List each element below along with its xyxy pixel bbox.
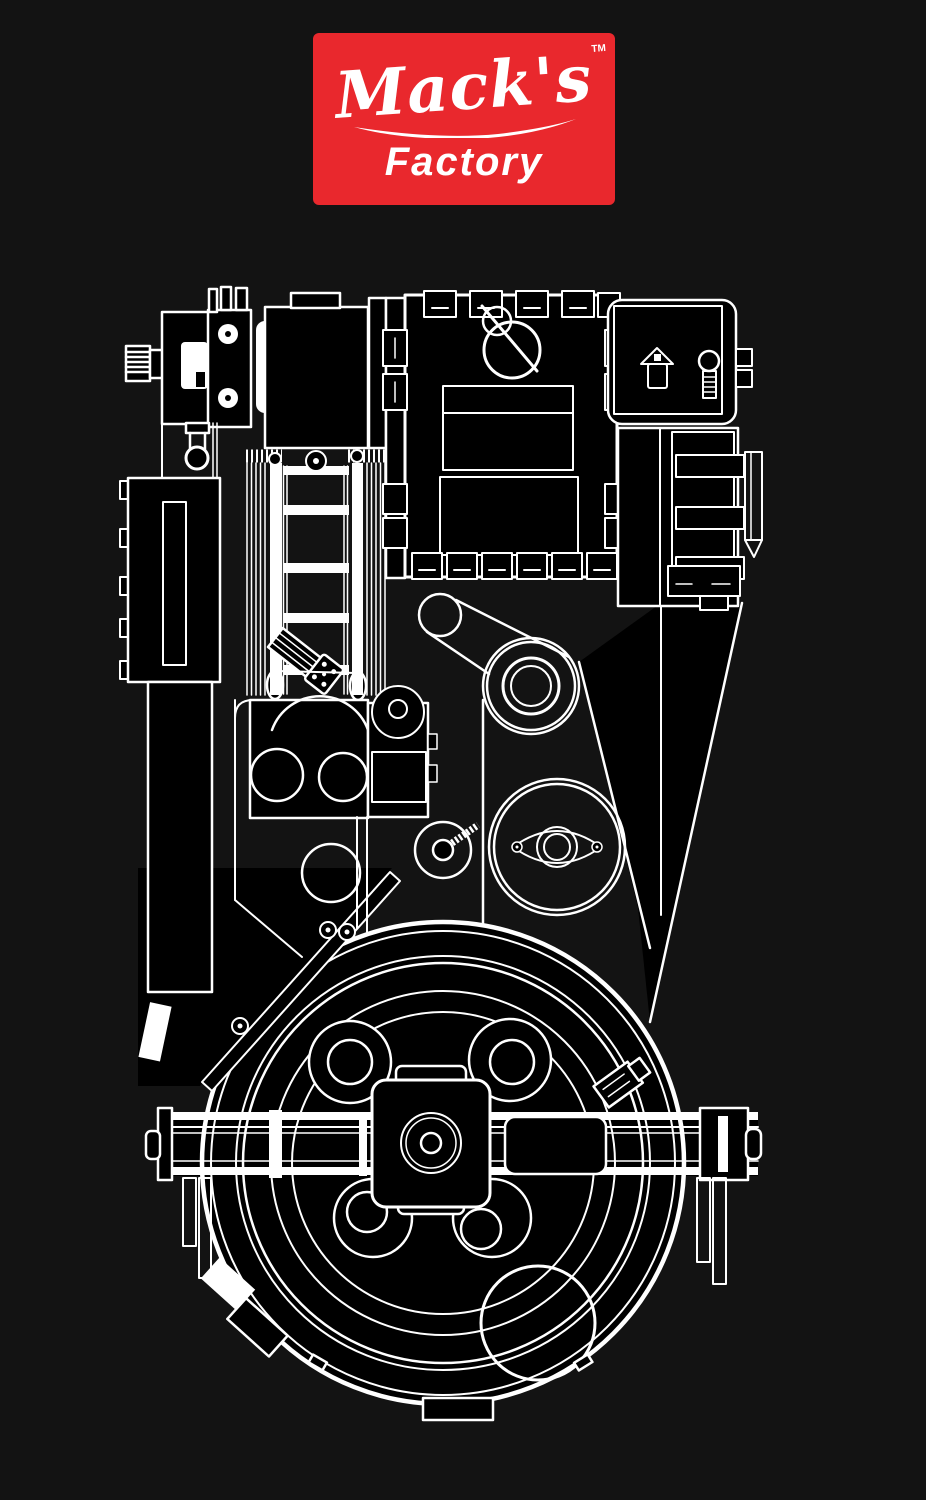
attenuator-strap-white [200, 1257, 256, 1311]
upper-assembly [119, 285, 763, 1062]
power-cell-lower [146, 680, 214, 994]
booster-column [616, 426, 763, 611]
gearbox [234, 670, 480, 958]
vent-hook [184, 445, 210, 471]
n-filter [479, 1264, 597, 1382]
attenuator-strap-dark [226, 1296, 289, 1358]
clippard-valve [592, 1056, 652, 1109]
tube-forest [246, 449, 386, 702]
hgа-box [263, 305, 370, 450]
rail-plate [503, 1115, 608, 1176]
lock-fitting-icon [640, 347, 674, 389]
booster-frame [606, 298, 753, 426]
center-hub-plate [370, 1064, 492, 1216]
crank-generator [382, 290, 630, 580]
power-cell-slot [162, 501, 187, 666]
brand-logo: Mack's TM Factory [313, 33, 615, 205]
cyclotron [144, 919, 763, 1422]
rail-right-nub [744, 1127, 763, 1161]
tensioner-wheel [413, 820, 473, 880]
brand-subtitle: Factory [384, 139, 544, 184]
drive-pulleys [417, 592, 627, 928]
ion-arm [124, 285, 278, 482]
cyclotron-bottom-tab [421, 1396, 495, 1422]
rail-left-nub [144, 1129, 162, 1161]
frame-edges [577, 601, 744, 1024]
brand-swoosh-icon [354, 118, 576, 138]
rail-slide-bar [269, 1110, 282, 1178]
power-cell [119, 476, 222, 1062]
screw-fitting-icon [697, 349, 721, 399]
